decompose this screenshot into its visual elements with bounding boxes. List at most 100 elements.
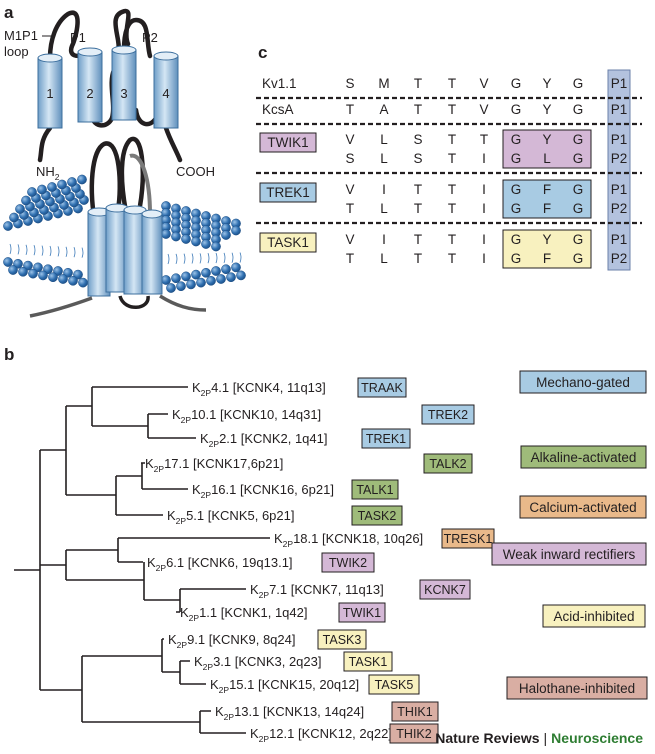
channel-label-task3: TASK3 — [323, 633, 362, 647]
channel-label-tresk1: TRESK1 — [444, 532, 493, 546]
nh2-label: NH2 — [36, 164, 60, 182]
function-label-acid-inhibited: Acid-inhibited — [553, 609, 634, 624]
credit-separator: | — [543, 730, 548, 746]
task1-row-1-pore-label: P1 — [611, 232, 628, 247]
row-kv1.1-residue-1: S — [345, 76, 354, 91]
task1-row-2-residue-1: T — [346, 251, 354, 266]
channel-box-talk1 — [351, 479, 399, 500]
tree-leaf-label-talk2: K2P17.1 [KCNK17,6p21] — [145, 456, 283, 474]
row-kcsa-residue-5: V — [479, 102, 488, 117]
trek1-row-1-residue-5: I — [482, 182, 486, 197]
group-label-task1: TASK1 — [267, 235, 309, 250]
p2-label: P2 — [142, 30, 158, 45]
channel-label-talk1: TALK1 — [356, 483, 393, 497]
twik1-row-2-residue-3: S — [413, 151, 422, 166]
cooh-label: COOH — [176, 164, 215, 179]
task1-row-2-residue-4: T — [448, 251, 456, 266]
trek1-row-1-pore-label: P1 — [611, 182, 628, 197]
function-box-acid-inhibited — [542, 604, 646, 628]
channel-label-thik1: THIK1 — [397, 705, 432, 719]
channel-dimer — [29, 136, 207, 318]
channel-box-twik2 — [321, 552, 375, 573]
row-kv1.1-residue-2: M — [378, 76, 389, 91]
twik1-row-2-residue-6: G — [511, 151, 522, 166]
trek1-row-2-residue-4: T — [448, 201, 456, 216]
function-box-alkaline-activated — [520, 445, 647, 469]
membrane-channel-illustration — [3, 136, 246, 318]
task1-row-2-residue-8: G — [573, 251, 584, 266]
row-kcsa-residue-8: G — [573, 102, 584, 117]
group-label-twik1: TWIK1 — [267, 135, 308, 150]
twik1-row-2-residue-1: S — [345, 151, 354, 166]
task1-row-2-residue-3: T — [414, 251, 422, 266]
task1-row-1-residue-4: T — [448, 232, 456, 247]
m1p1-loop-label: M1P1 — [4, 28, 38, 43]
tree-leaf-label-kcnk7: K2P7.1 [KCNK7, 11q13] — [250, 582, 384, 600]
function-box-mechano-gated — [519, 370, 647, 394]
membrane-topology-diagram: 1 2 3 4 M1P1 loop P1 P2 NH2 COOH — [4, 8, 215, 182]
task1-row-1-residue-3: T — [414, 232, 422, 247]
row-kv1.1-pore-label: P1 — [611, 76, 628, 91]
trek1-row-2-residue-7: F — [543, 201, 551, 216]
function-label-weak-inward-rectifiers: Weak inward rectifiers — [503, 547, 636, 562]
alignment-label-kcsa: KcsA — [262, 102, 294, 117]
channel-label-thik2: THIK2 — [396, 727, 431, 741]
alignment-label-kv1.1: Kv1.1 — [262, 76, 297, 91]
trek1-row-2-residue-8: G — [573, 201, 584, 216]
trek1-row-2-residue-2: L — [380, 201, 388, 216]
task1-row-2-residue-7: F — [543, 251, 551, 266]
channel-label-twik2: TWIK2 — [329, 556, 367, 570]
trek1-row-1-residue-2: I — [382, 182, 386, 197]
twik1-row-2-residue-4: T — [448, 151, 456, 166]
task1-row-1-residue-8: G — [573, 232, 584, 247]
twik1-row-2-residue-5: I — [482, 151, 486, 166]
twik1-row-1-residue-7: Y — [542, 132, 551, 147]
row-kcsa-pore-label: P1 — [611, 102, 628, 117]
trek1-row-2-residue-1: T — [346, 201, 354, 216]
p1-label: P1 — [70, 30, 86, 45]
tree-branches — [14, 386, 270, 734]
channel-box-tresk1 — [441, 528, 495, 549]
row-kv1.1-residue-7: Y — [542, 76, 551, 91]
task1-row-1-residue-5: I — [482, 232, 486, 247]
transmembrane-segment-2: 2 — [77, 47, 103, 123]
selectivity-filter-box-trek1 — [502, 179, 592, 219]
tree-leaf-label-talk1: K2P16.1 [KCNK16, 6p21] — [192, 482, 334, 500]
lipid-bilayer — [3, 174, 246, 293]
channel-label-trek1: TREK1 — [366, 432, 406, 446]
channel-label-task1: TASK1 — [349, 655, 388, 669]
channel-box-task2 — [351, 505, 403, 526]
tree-leaf-label-traak: K2P4.1 [KCNK4, 11q13] — [192, 380, 326, 398]
channel-label-kcnk7: KCNK7 — [424, 583, 466, 597]
row-kcsa-residue-2: A — [379, 102, 388, 117]
tree-leaf-label-task1: K2P3.1 [KCNK3, 2q23] — [194, 654, 321, 672]
trek1-row-1-residue-7: F — [543, 182, 551, 197]
channel-label-talk2: TALK2 — [429, 457, 466, 471]
tree-leaf-label-task5: K2P15.1 [KCNK15, 20q12] — [210, 677, 359, 695]
twik1-row-1-residue-8: G — [573, 132, 584, 147]
channel-box-kcnk7 — [419, 579, 471, 600]
row-kv1.1-residue-6: G — [511, 76, 522, 91]
pore-column-highlight — [607, 69, 631, 271]
function-box-halothane-inhibited — [506, 676, 648, 700]
tree-leaf-label-trek1: K2P2.1 [KCNK2, 1q41] — [200, 431, 327, 449]
row-kcsa-residue-4: T — [448, 102, 456, 117]
twik1-row-2-residue-2: L — [380, 151, 388, 166]
transmembrane-segment-4: 4 — [153, 51, 179, 129]
trek1-row-1-residue-1: V — [345, 182, 354, 197]
twik1-row-2-residue-7: L — [543, 151, 551, 166]
segment-label-3: 3 — [120, 86, 127, 101]
trek1-row-2-residue-5: I — [482, 201, 486, 216]
segment-label-2: 2 — [86, 86, 93, 101]
trek1-row-1-residue-8: G — [573, 182, 584, 197]
channel-label-task2: TASK2 — [358, 509, 397, 523]
tree-leaf-label-trek2: K2P10.1 [KCNK10, 14q31] — [172, 407, 321, 425]
tree-leaf-label-thik2: K2P12.1 [KCNK12, 2q22] — [250, 726, 392, 744]
twik1-row-2-pore-label: P2 — [611, 151, 628, 166]
task1-row-2-pore-label: P2 — [611, 251, 628, 266]
group-box-task1 — [259, 232, 317, 253]
trek1-row-1-residue-4: T — [448, 182, 456, 197]
twik1-row-2-residue-8: G — [573, 151, 584, 166]
task1-row-1-residue-6: G — [511, 232, 522, 247]
task1-row-2-residue-2: L — [380, 251, 388, 266]
